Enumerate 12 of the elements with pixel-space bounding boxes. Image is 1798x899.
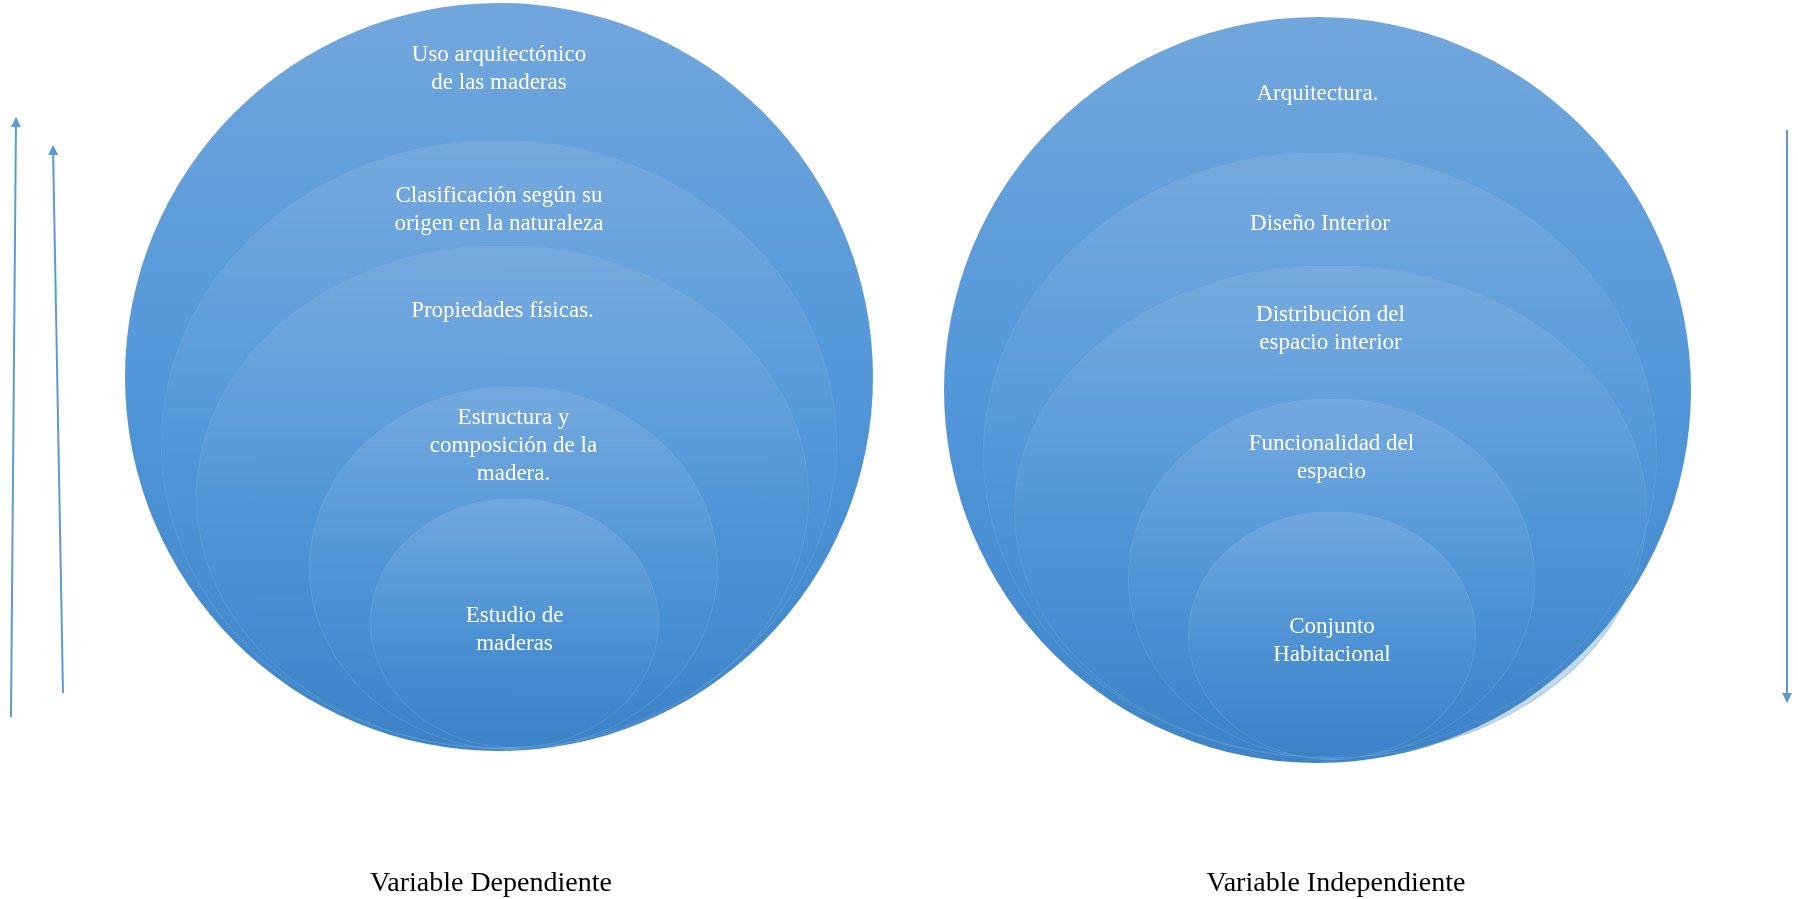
variable-caption: Variable Dependiente [370,866,612,898]
layer-label: Propiedades físicas. [410,296,595,324]
layer-label: Conjunto Habitacional [1272,612,1392,668]
layer-label: Funcionalidad del espacio [1247,429,1416,485]
layer-label: Arquitectura. [1255,79,1380,107]
layer-label: Diseño Interior [1249,209,1391,237]
layer-label: Clasificación según su origen en la naturaleza [393,181,605,237]
layer-label: Estructura y composición de la madera. [428,403,599,487]
layer-label: Distribución del espacio interior [1255,300,1406,356]
layer-label: Estudio de maderas [464,601,565,657]
layer-label: Uso arquitectónico de las maderas [410,40,588,96]
variable-caption: Variable Independiente [1206,866,1466,898]
